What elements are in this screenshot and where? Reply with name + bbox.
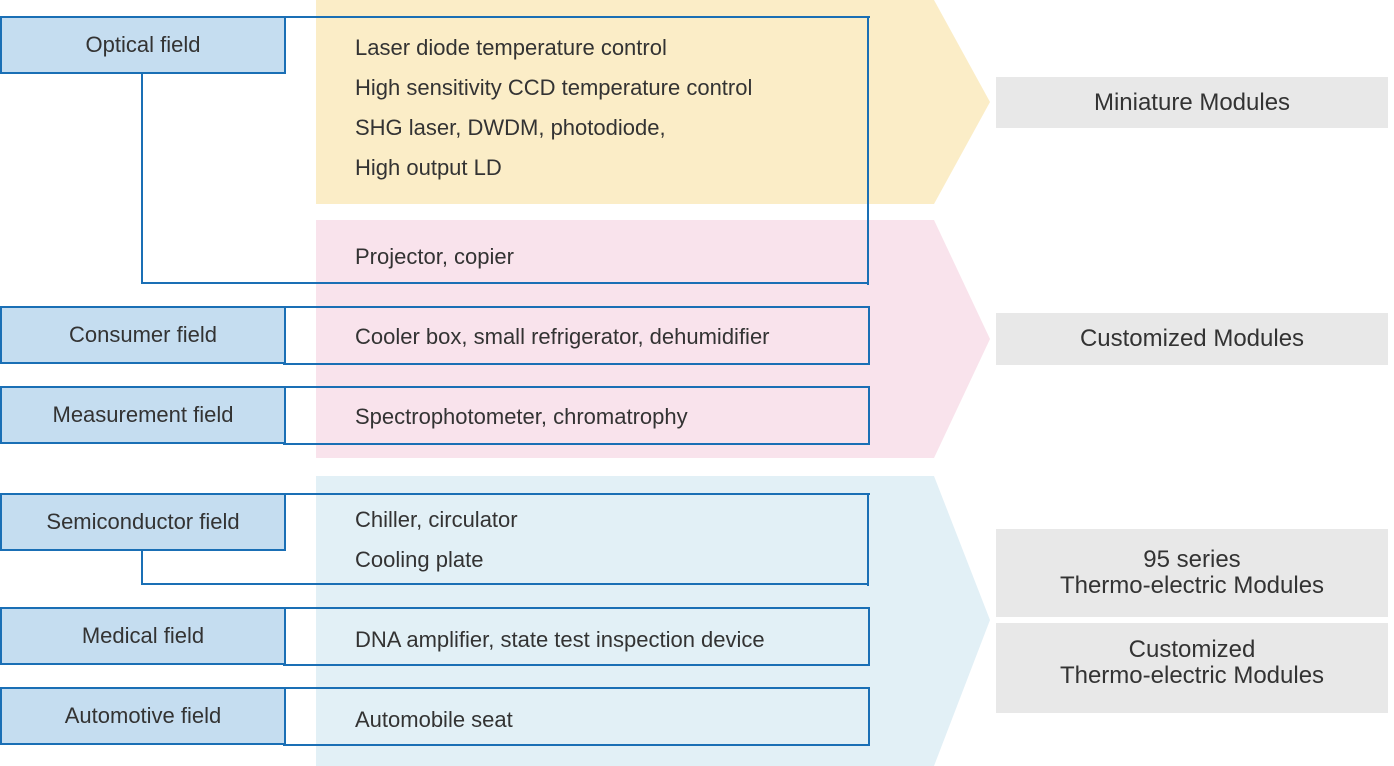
field-label: Measurement field: [52, 402, 234, 427]
semiconductor-frame-top: [284, 493, 870, 495]
band-thermo-electric: [316, 476, 990, 766]
application-item: Automobile seat: [355, 707, 513, 732]
band-miniature: [316, 0, 990, 204]
field-automotive: Automotive field: [0, 687, 286, 745]
field-measurement: Measurement field: [0, 386, 286, 444]
field-label: Optical field: [85, 32, 201, 57]
optical-connector: [141, 73, 143, 284]
application-item: Chiller, circulator: [355, 507, 518, 532]
field-label: Consumer field: [69, 322, 217, 347]
module-label: Thermo-electric Modules: [1059, 662, 1325, 689]
application-item: Spectrophotometer, chromatrophy: [355, 404, 688, 429]
module-miniature: Miniature Modules: [996, 77, 1388, 128]
optical-frame-top: [284, 16, 870, 18]
module-label: Thermo-electric Modules: [1059, 572, 1325, 599]
module-customized-thermo-electric: Customized Thermo-electric Modules: [996, 623, 1388, 713]
optical-frame-right: [867, 16, 869, 285]
module-label: Miniature Modules: [1093, 88, 1291, 116]
semiconductor-frame-right: [867, 493, 869, 586]
field-consumer: Consumer field: [0, 306, 286, 364]
application-item: Projector, copier: [355, 244, 514, 269]
module-customized: Customized Modules: [996, 313, 1388, 365]
field-semiconductor: Semiconductor field: [0, 493, 286, 551]
module-95-series: 95 series Thermo-electric Modules: [996, 529, 1388, 617]
field-medical: Medical field: [0, 607, 286, 665]
field-label: Medical field: [81, 623, 205, 648]
application-item: SHG laser, DWDM, photodiode,: [355, 115, 666, 140]
application-item: High sensitivity CCD temperature control: [355, 75, 753, 100]
semiconductor-connector: [141, 550, 143, 585]
application-item: Laser diode temperature control: [355, 35, 667, 60]
module-label: 95 series: [1143, 546, 1241, 573]
application-item: High output LD: [355, 155, 502, 180]
module-label: Customized Modules: [1079, 325, 1305, 352]
field-optical: Optical field: [0, 16, 286, 74]
application-item: Cooler box, small refrigerator, dehumidi…: [355, 324, 770, 349]
module-label: Customized: [1128, 636, 1256, 663]
band-customized: [316, 220, 990, 458]
application-item: Cooling plate: [355, 547, 484, 572]
optical-frame-bottom: [141, 282, 869, 284]
application-item: DNA amplifier, state test inspection dev…: [355, 627, 765, 652]
field-label: Semiconductor field: [46, 509, 240, 534]
semiconductor-frame-bottom: [141, 583, 869, 585]
field-label: Automotive field: [64, 703, 222, 728]
